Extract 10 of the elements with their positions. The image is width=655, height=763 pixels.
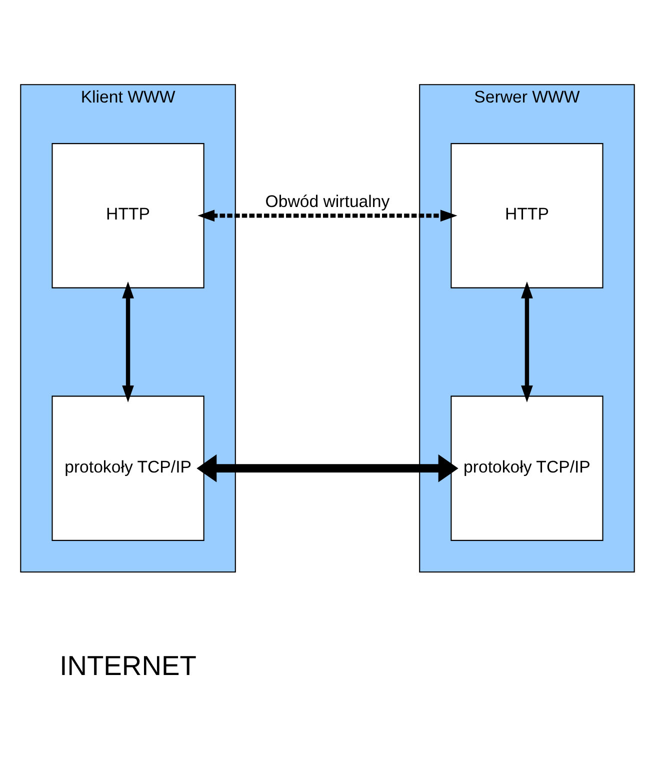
- node-box: protokoły TCP/IP: [450, 395, 604, 540]
- arrow: [521, 280, 533, 402]
- label: INTERNET: [60, 649, 196, 680]
- edge-label: Obwód wirtualny: [265, 192, 390, 211]
- node-box: HTTP: [450, 142, 604, 288]
- node-box: protokoły TCP/IP: [52, 395, 204, 540]
- node-box: HTTP: [52, 142, 204, 288]
- arrow: [198, 209, 458, 222]
- arrow: [122, 280, 134, 402]
- arrow: [196, 454, 458, 482]
